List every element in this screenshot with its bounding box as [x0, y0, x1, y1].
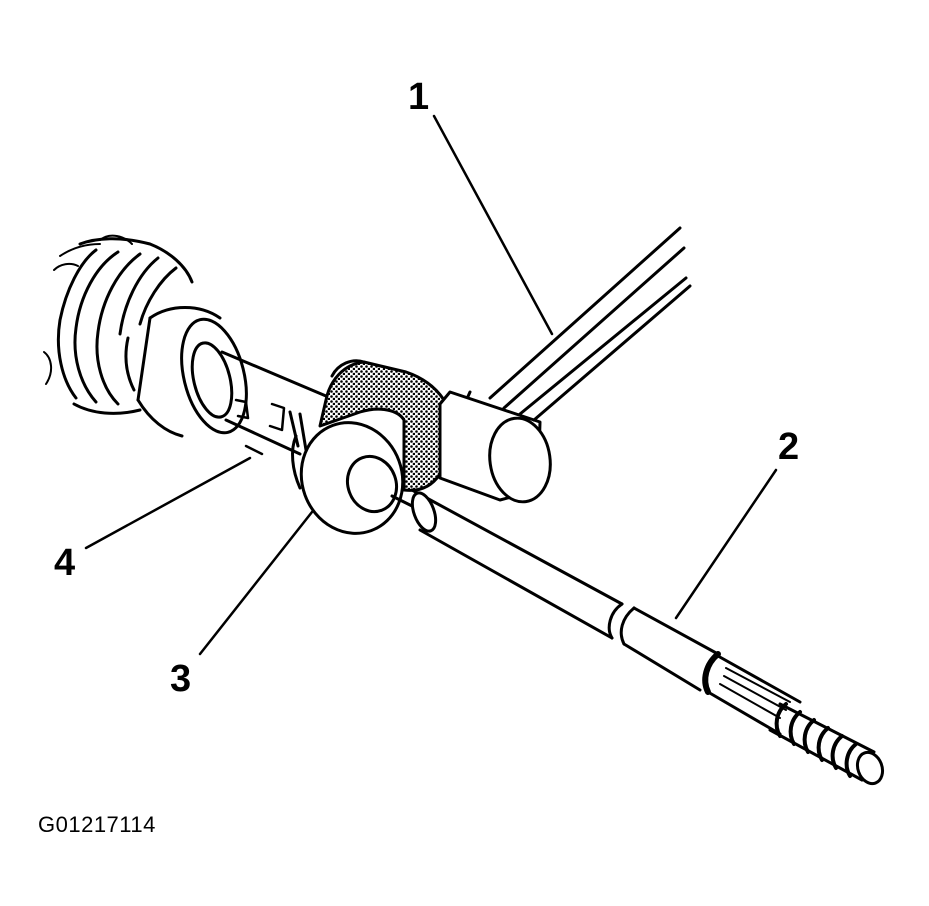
leader-3: [198, 510, 314, 656]
callout-2: 2: [778, 426, 800, 468]
tool-handle-head: [438, 390, 552, 504]
inner-shaft: [220, 350, 328, 456]
threaded-end: [768, 702, 885, 786]
side-gear-housing: [43, 234, 194, 415]
axle-shaft: [390, 488, 802, 736]
retaining-ring: [291, 421, 405, 535]
figure-id: G01217114: [38, 812, 156, 837]
leader-4: [84, 456, 252, 550]
tool-bar: [488, 226, 692, 422]
callout-4: 4: [54, 542, 76, 584]
callout-3: 3: [170, 658, 192, 700]
callout-1: 1: [408, 76, 430, 118]
leader-1: [432, 114, 554, 336]
leader-lines: [84, 114, 778, 656]
bearing-collar: [124, 306, 248, 438]
leader-2: [674, 468, 778, 620]
